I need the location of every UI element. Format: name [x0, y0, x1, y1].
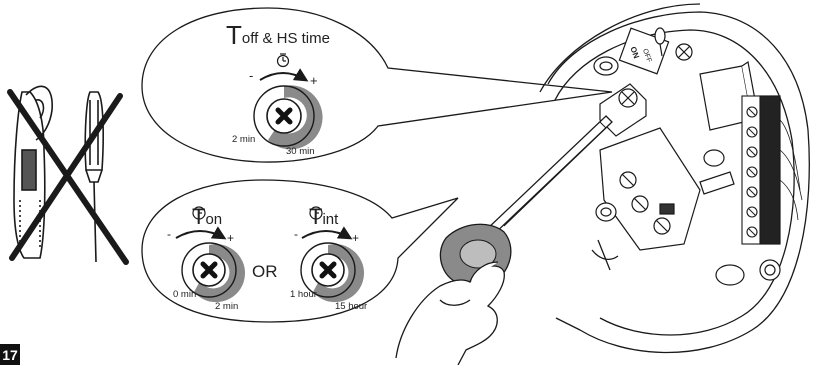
dial-toff: [253, 85, 323, 150]
switch-off-label: OFF: [641, 48, 652, 64]
tint-title: Tint: [309, 204, 339, 229]
cross-icon: [319, 261, 337, 279]
bubble-title: Toff & HS time: [226, 20, 330, 50]
minus-sign: -: [249, 68, 253, 83]
forbidden-tools: [7, 85, 129, 265]
tint-min-label: 1 hour: [290, 289, 317, 300]
dial-tint: [300, 242, 365, 303]
minus-sign: -: [167, 227, 171, 241]
rotation-arrow: [259, 68, 309, 82]
terminal-block: [741, 95, 803, 245]
clock-icon: [192, 206, 206, 220]
minus-sign: -: [294, 227, 298, 241]
hand: [395, 261, 505, 365]
ton-max-label: 2 min: [215, 301, 238, 312]
dial-ton: [181, 242, 246, 303]
switch-on-label: ON: [628, 45, 641, 60]
rotation-arrow: [301, 226, 353, 240]
plus-sign: +: [227, 231, 234, 245]
screw: [675, 43, 693, 61]
cross-icon: [7, 89, 129, 265]
cross-icon: [275, 107, 293, 125]
knife-icon: [13, 85, 53, 259]
clock-icon: [276, 53, 290, 68]
adjuster-tool-icon: [439, 115, 613, 288]
rotation-arrow: [175, 226, 227, 240]
connector-block: [599, 127, 701, 251]
toff-max-label: 30 min: [286, 146, 315, 157]
figure-number-badge: 17: [0, 344, 20, 365]
plus-sign: +: [310, 73, 318, 88]
top-bubble: Toff & HS time - + 2 min 30 min: [141, 7, 613, 163]
title-capital-t: T: [226, 20, 242, 50]
or-label: OR: [252, 262, 278, 281]
plus-sign: +: [352, 231, 359, 245]
bottom-bubble: Ton - + 0 min 2 min OR Tint - +: [141, 179, 459, 323]
led: [654, 27, 666, 57]
ton-title: Ton: [192, 204, 222, 229]
mounting-post: [593, 56, 781, 286]
clock-icon: [309, 206, 323, 220]
toff-min-label: 2 min: [232, 134, 255, 145]
tint-max-label: 15 hour: [335, 301, 367, 312]
ton-min-label: 0 min: [173, 289, 196, 300]
cross-icon: [200, 261, 218, 279]
screwdriver-icon: [84, 91, 104, 263]
